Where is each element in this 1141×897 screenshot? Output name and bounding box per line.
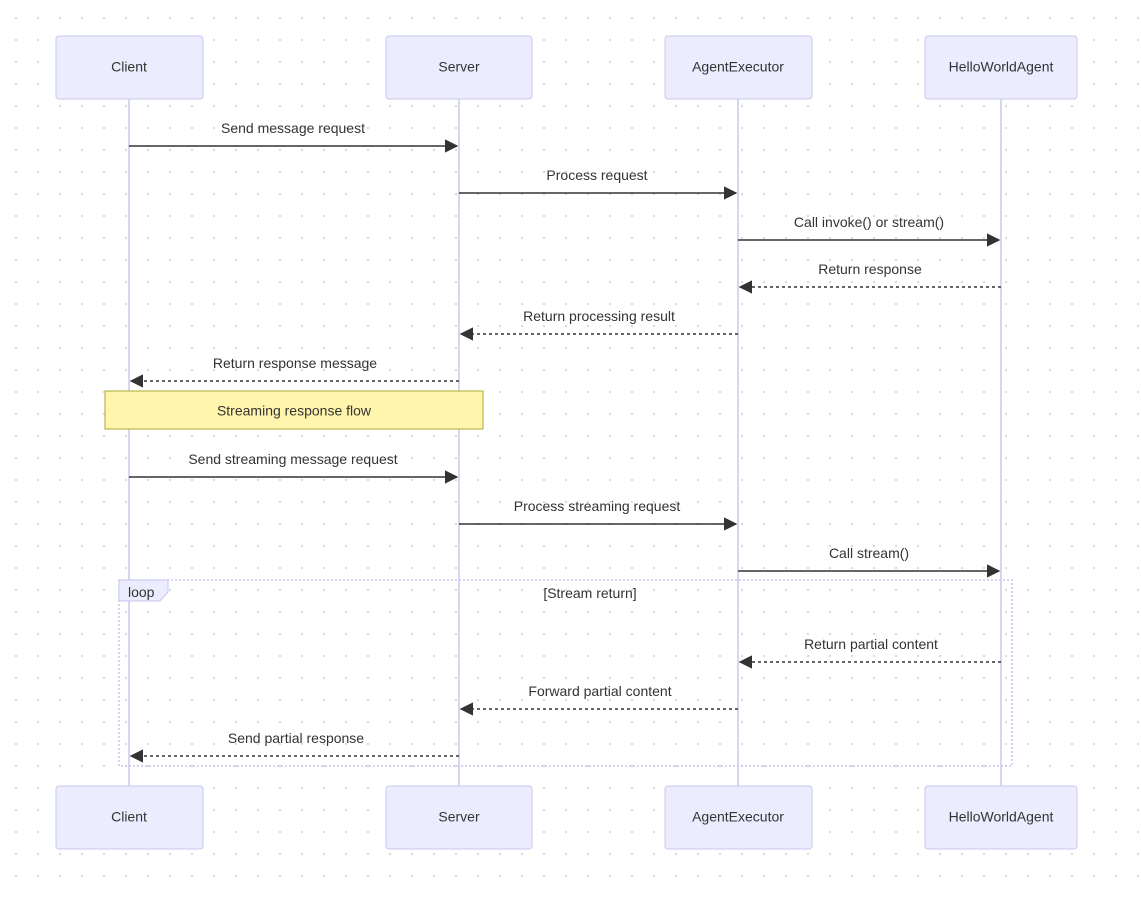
actor-server-bottom: Server: [385, 785, 533, 850]
actor-client-bottom: Client: [55, 785, 204, 850]
message-label: Return response: [818, 261, 922, 277]
loop-condition: [Stream return]: [543, 585, 636, 601]
message-label: Return partial content: [804, 636, 938, 652]
message-label: Process streaming request: [514, 498, 681, 514]
message-return-response-message: Return response message: [129, 355, 459, 388]
message-call-stream: Call stream(): [738, 545, 1001, 578]
message-send-streaming-message-request: Send streaming message request: [129, 451, 459, 484]
actor-agentexecutor-bottom: AgentExecutor: [664, 785, 813, 850]
message-label: Forward partial content: [528, 683, 671, 699]
actor-label: HelloWorldAgent: [949, 59, 1054, 75]
message-label: Call stream(): [829, 545, 909, 561]
message-call-invoke-or-stream: Call invoke() or stream(): [738, 214, 1001, 247]
message-return-partial-content: Return partial content: [738, 636, 1001, 669]
message-label: Send streaming message request: [188, 451, 397, 467]
message-process-request: Process request: [459, 167, 738, 200]
actor-label: HelloWorldAgent: [949, 809, 1054, 825]
message-label: Call invoke() or stream(): [794, 214, 944, 230]
loop-keyword: loop: [128, 584, 155, 600]
actor-helloworldagent-bottom: HelloWorldAgent: [924, 785, 1078, 850]
actor-label: AgentExecutor: [692, 59, 784, 75]
loop-frame: loop [Stream return]: [118, 579, 1013, 767]
note-streaming-response-flow: Streaming response flow: [104, 390, 484, 430]
actor-client-top: Client: [55, 35, 204, 100]
message-return-processing-result: Return processing result: [459, 308, 738, 341]
message-label: Return processing result: [523, 308, 675, 324]
actor-label: Server: [438, 59, 480, 75]
actor-label: Client: [111, 59, 147, 75]
message-forward-partial-content: Forward partial content: [459, 683, 738, 716]
actor-label: Server: [438, 809, 480, 825]
actor-helloworldagent-top: HelloWorldAgent: [924, 35, 1078, 100]
actor-label: Client: [111, 809, 147, 825]
actor-server-top: Server: [385, 35, 533, 100]
messages: Send message request Process request Cal…: [129, 120, 1001, 763]
message-label: Send partial response: [228, 730, 364, 746]
message-process-streaming-request: Process streaming request: [459, 498, 738, 531]
note-text: Streaming response flow: [217, 403, 372, 419]
actor-label: AgentExecutor: [692, 809, 784, 825]
message-send-message-request: Send message request: [129, 120, 459, 153]
message-label: Return response message: [213, 355, 377, 371]
message-send-partial-response: Send partial response: [129, 730, 459, 763]
actor-agentexecutor-top: AgentExecutor: [664, 35, 813, 100]
message-return-response: Return response: [738, 261, 1001, 294]
message-label: Send message request: [221, 120, 365, 136]
message-label: Process request: [546, 167, 647, 183]
